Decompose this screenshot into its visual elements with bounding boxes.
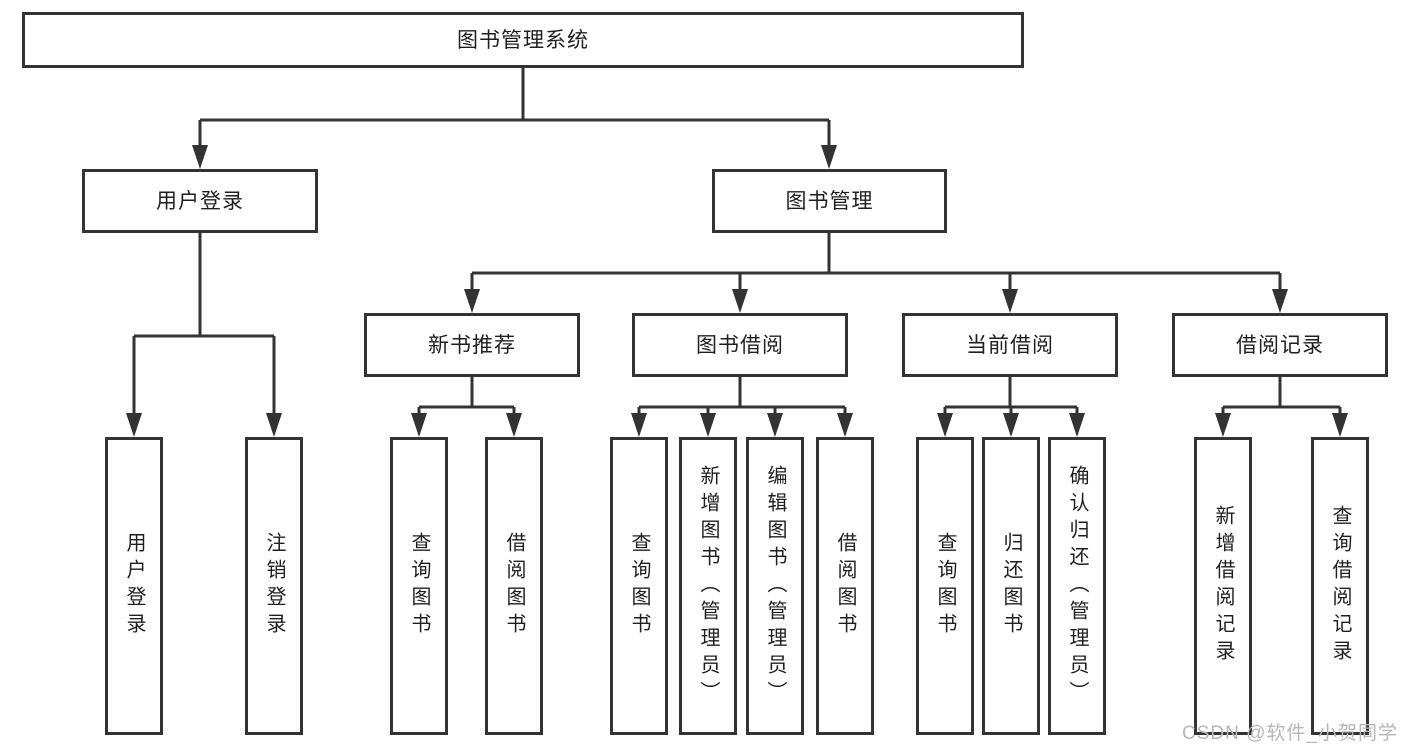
leaf-query-book-1: 查询图书 — [390, 437, 448, 735]
leaf-query-book-3-label: 查询图书 — [934, 532, 956, 640]
node-current-borrow-label: 当前借阅 — [966, 333, 1054, 357]
leaf-borrow-book-1: 借阅图书 — [485, 437, 543, 735]
connector-bookmgmt-to-level3 — [470, 233, 1282, 294]
arrowhead — [821, 145, 837, 169]
leaf-add-borrow-record: 新增借阅记录 — [1194, 437, 1252, 735]
node-borrow-records-label: 借阅记录 — [1236, 333, 1324, 357]
leaf-add-book-admin: 新增图书（管理员） — [679, 437, 737, 735]
arrowhead — [631, 413, 647, 437]
node-book-management-label: 图书管理 — [785, 189, 874, 213]
node-new-book-recommend: 新书推荐 — [364, 313, 580, 377]
node-book-management: 图书管理 — [712, 169, 947, 233]
leaf-return-book-label: 归还图书 — [1000, 532, 1022, 640]
leaf-logout-login-label: 注销登录 — [263, 532, 285, 640]
leaf-query-book-3: 查询图书 — [916, 437, 974, 735]
watermark: CSDN @软件_小贺同学 — [1182, 723, 1398, 744]
arrowhead — [266, 413, 282, 437]
node-book-borrow: 图书借阅 — [632, 313, 848, 377]
leaf-user-login: 用户登录 — [105, 437, 163, 735]
node-library-system: 图书管理系统 — [22, 12, 1024, 68]
arrowhead — [1272, 289, 1288, 313]
leaf-confirm-return-admin: 确认归还（管理员） — [1048, 437, 1106, 735]
node-new-book-recommend-label: 新书推荐 — [428, 333, 516, 357]
connector-root-to-level2 — [198, 68, 831, 150]
leaf-borrow-book-1-label: 借阅图书 — [503, 532, 525, 640]
leaf-borrow-book-2-label: 借阅图书 — [834, 532, 856, 640]
arrowhead — [937, 413, 953, 437]
leaf-borrow-book-2: 借阅图书 — [816, 437, 874, 735]
arrowhead — [1332, 413, 1348, 437]
leaf-add-borrow-record-label: 新增借阅记录 — [1212, 505, 1234, 667]
connector-borrow-to-leaves — [637, 377, 847, 418]
leaf-query-book-2: 查询图书 — [610, 437, 668, 735]
leaf-logout-login: 注销登录 — [245, 437, 303, 735]
arrowhead — [506, 413, 522, 437]
leaf-user-login-label: 用户登录 — [123, 532, 145, 640]
leaf-confirm-return-admin-label: 确认归还（管理员） — [1066, 464, 1088, 708]
arrowhead — [1003, 413, 1019, 437]
leaf-query-book-2-label: 查询图书 — [628, 532, 650, 640]
arrowhead — [700, 413, 716, 437]
node-borrow-records: 借阅记录 — [1172, 313, 1388, 377]
leaf-return-book: 归还图书 — [982, 437, 1040, 735]
arrowhead — [1215, 413, 1231, 437]
arrowhead — [126, 413, 142, 437]
connector-records-to-leaves — [1221, 377, 1342, 418]
leaf-query-book-1-label: 查询图书 — [408, 532, 430, 640]
node-user-login-label: 用户登录 — [156, 189, 244, 213]
arrowhead — [192, 145, 208, 169]
leaf-edit-book-admin: 编辑图书（管理员） — [746, 437, 804, 735]
arrowhead — [732, 289, 748, 313]
arrowhead — [464, 289, 480, 313]
arrowhead — [1002, 289, 1018, 313]
connector-userlogin-to-leaves — [132, 233, 276, 418]
arrowhead — [837, 413, 853, 437]
node-library-system-label: 图书管理系统 — [457, 28, 589, 52]
arrowhead — [411, 413, 427, 437]
node-current-borrow: 当前借阅 — [902, 313, 1118, 377]
leaf-add-book-admin-label: 新增图书（管理员） — [697, 464, 719, 708]
leaf-query-borrow-record-label: 查询借阅记录 — [1329, 505, 1351, 667]
leaf-query-borrow-record: 查询借阅记录 — [1311, 437, 1369, 735]
arrowhead — [1069, 413, 1085, 437]
node-book-borrow-label: 图书借阅 — [696, 333, 784, 357]
connector-current-to-leaves — [943, 377, 1079, 418]
leaf-edit-book-admin-label: 编辑图书（管理员） — [764, 464, 786, 708]
arrowhead — [767, 413, 783, 437]
node-user-login: 用户登录 — [82, 169, 318, 233]
connector-recommend-to-leaves — [417, 377, 516, 418]
